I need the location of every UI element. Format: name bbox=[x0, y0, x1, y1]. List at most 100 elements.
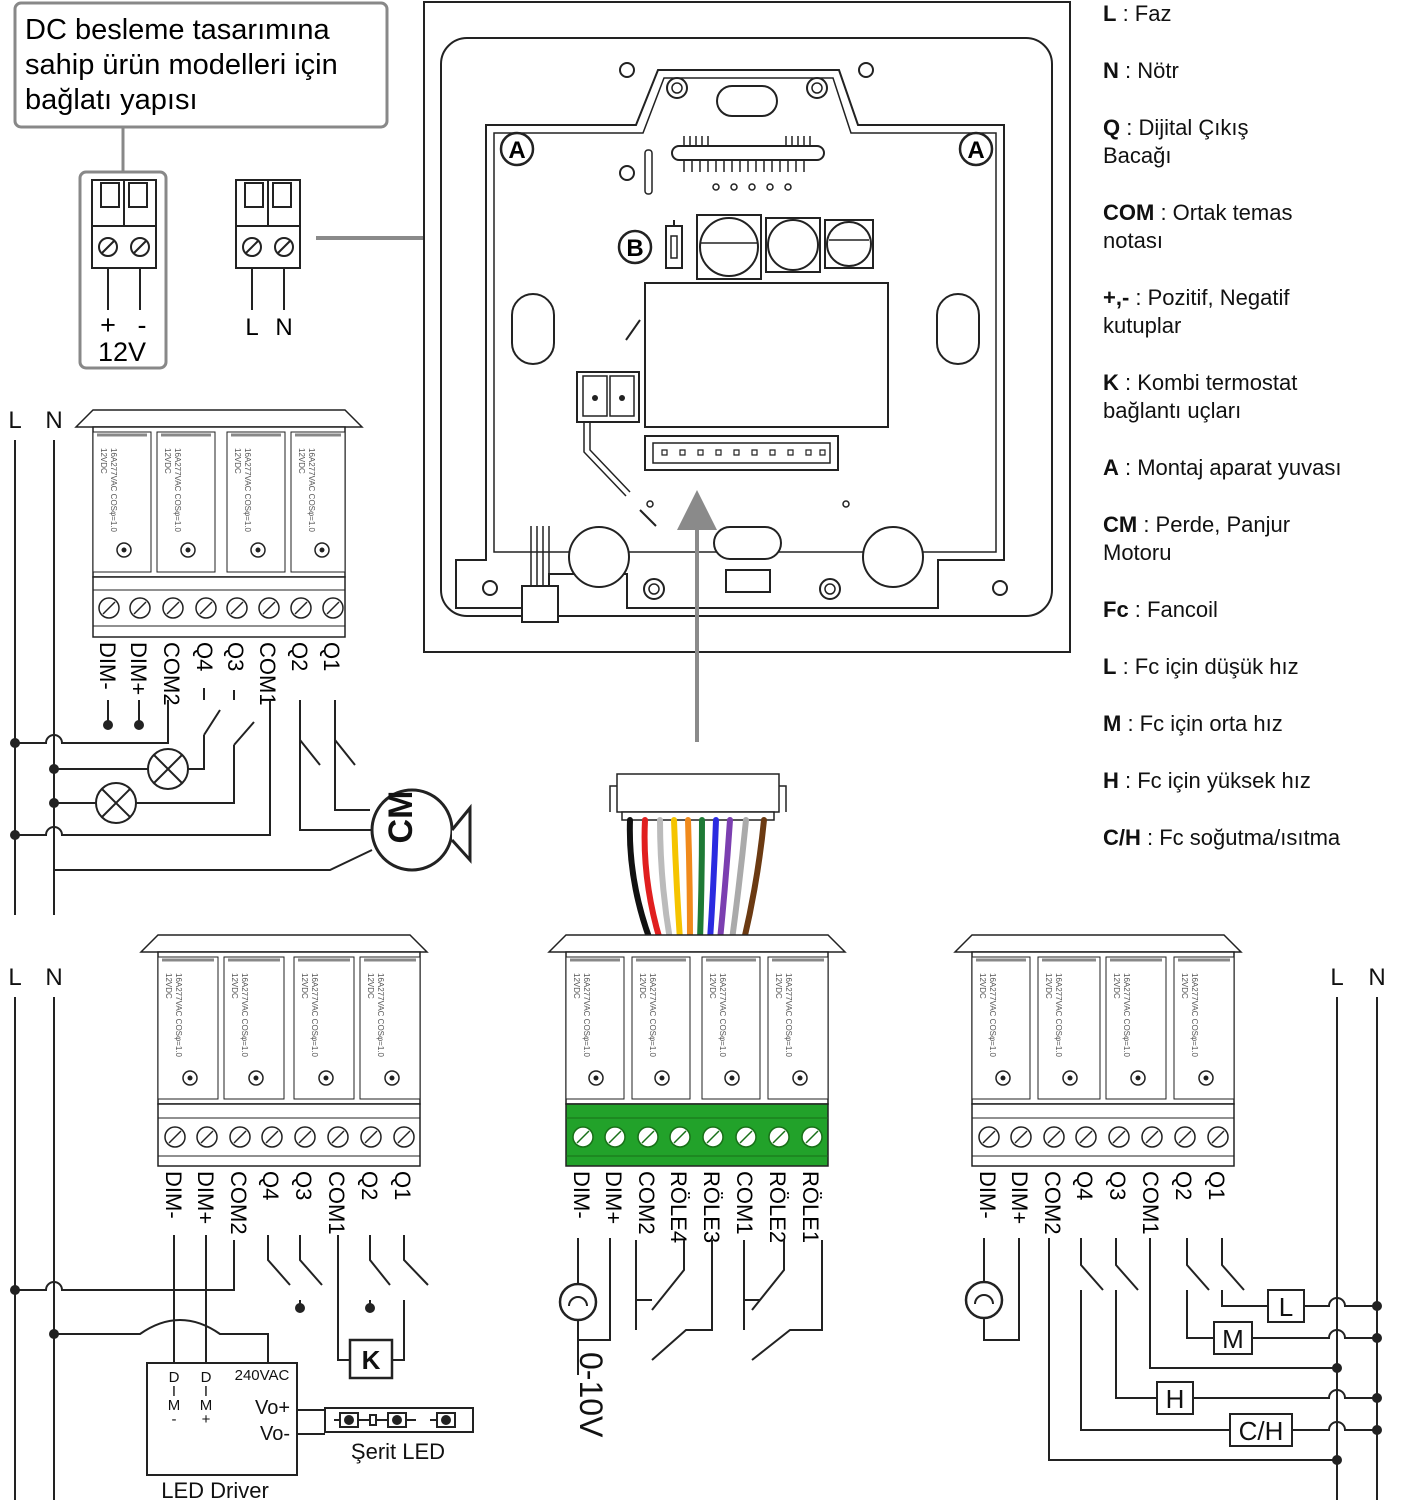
terminal-label: Q4 bbox=[1072, 1171, 1097, 1200]
legend-item: Fc : Fancoil bbox=[1103, 596, 1398, 624]
terminal-screws-2 bbox=[164, 1126, 415, 1148]
terminal-screws-4 bbox=[978, 1126, 1229, 1148]
relay-4-4: 12VDC 16A277VAC COSφ=1.0 bbox=[1173, 956, 1235, 1100]
wire bbox=[697, 817, 705, 943]
wire bbox=[729, 817, 749, 943]
terminal-label: DIM+ bbox=[601, 1171, 626, 1224]
relay-rating: 16A277VAC COSφ=1.0 bbox=[243, 448, 252, 533]
legend-item: L : Faz bbox=[1103, 0, 1398, 28]
terminal-label: COM2 bbox=[634, 1171, 659, 1235]
terminal-label: COM1 bbox=[1138, 1171, 1163, 1235]
terminal-label: DIM+ bbox=[126, 642, 151, 695]
terminal-label: DIM+ bbox=[193, 1171, 218, 1224]
motor-label: CM bbox=[382, 791, 420, 844]
relay-voltage: 12VDC bbox=[366, 973, 375, 999]
relay-voltage: 12VDC bbox=[233, 448, 242, 474]
legend-text: : Fc için yüksek hız bbox=[1118, 768, 1311, 793]
driver-dim-a: D bbox=[169, 1369, 180, 1386]
circuit-top-left: L N CM bbox=[8, 407, 472, 915]
legend-item: K : Kombi termostat bağlantı uçları bbox=[1103, 369, 1353, 425]
relay-voltage: 12VDC bbox=[164, 973, 173, 999]
terminal-label: Q1 bbox=[319, 642, 344, 671]
terminal-label: DIM- bbox=[161, 1171, 186, 1219]
terminal-label: Q2 bbox=[1171, 1171, 1196, 1200]
legend-item: COM : Ortak temas notası bbox=[1103, 199, 1343, 255]
driver-dim-b: + bbox=[202, 1411, 211, 1428]
driver-dim-b: I bbox=[204, 1383, 208, 1400]
relay-voltage: 12VDC bbox=[163, 448, 172, 474]
driver-vo-minus: Vo- bbox=[260, 1423, 290, 1445]
relay-2-1: 12VDC 16A277VAC COSφ=1.0 bbox=[157, 956, 219, 1100]
legend-key: M bbox=[1103, 711, 1122, 736]
relay-rating: 16A277VAC COSφ=1.0 bbox=[173, 448, 182, 533]
legend-item: M : Fc için orta hız bbox=[1103, 710, 1398, 738]
mount-slot-a-right: A bbox=[967, 137, 984, 164]
legend-item: N : Nötr bbox=[1103, 57, 1398, 85]
terminal-label: Q3 bbox=[291, 1171, 316, 1200]
driver-dim-a: M bbox=[168, 1397, 181, 1414]
wire bbox=[641, 817, 663, 943]
terminal-label: RÖLE3 bbox=[699, 1171, 724, 1243]
terminal-label: Q2 bbox=[287, 642, 312, 671]
terminal-label: COM1 bbox=[324, 1171, 349, 1235]
legend-key: COM bbox=[1103, 200, 1155, 225]
terminal-label: DIM- bbox=[95, 642, 120, 690]
relay-4-2: 12VDC 16A277VAC COSφ=1.0 bbox=[1037, 956, 1101, 1100]
relay-rating: 16A277VAC COSφ=1.0 bbox=[174, 973, 183, 1058]
relay-3-3: 12VDC 16A277VAC COSφ=1.0 bbox=[701, 956, 761, 1100]
relay-voltage: 12VDC bbox=[978, 973, 987, 999]
terminal-label: COM2 bbox=[159, 642, 184, 706]
relay-3-4: 12VDC 16A277VAC COSφ=1.0 bbox=[767, 956, 829, 1100]
button-b-label: B bbox=[626, 235, 643, 262]
circuit-bottom-center: 0-10V bbox=[558, 1238, 823, 1438]
line-n-label: N bbox=[1368, 964, 1385, 991]
relay-voltage: 12VDC bbox=[1180, 973, 1189, 999]
relay-rating: 16A277VAC COSφ=1.0 bbox=[307, 448, 316, 533]
legend-text: : Perde, Panjur Motoru bbox=[1103, 512, 1291, 565]
relay-rating: 16A277VAC COSφ=1.0 bbox=[1122, 973, 1131, 1058]
legend-text: : Montaj aparat yuvası bbox=[1118, 455, 1342, 480]
relay-rating: 16A277VAC COSφ=1.0 bbox=[582, 973, 591, 1058]
circuit-bottom-right: L N L M H C/H bbox=[964, 964, 1386, 1500]
fancoil-high-label: H bbox=[1166, 1384, 1185, 1414]
relay-voltage: 12VDC bbox=[638, 973, 647, 999]
terminal-screws-1 bbox=[98, 597, 344, 619]
relay-module-2: 12VDC 16A277VAC COSφ=1.0 12VDC 16A277VAC… bbox=[139, 934, 429, 1235]
terminal-label: DIM+ bbox=[1007, 1171, 1032, 1224]
terminal-label: RÖLE1 bbox=[798, 1171, 823, 1243]
legend-item: +,- : Pozitif, Negatif kutuplar bbox=[1103, 284, 1343, 340]
terminal-label: COM2 bbox=[1040, 1171, 1065, 1235]
dc-minus-label: - bbox=[138, 310, 147, 340]
driver-dim-a: - bbox=[172, 1411, 177, 1428]
legend-key: L bbox=[1103, 654, 1117, 679]
terminal-label: RÖLE2 bbox=[765, 1171, 790, 1243]
mount-slot-a-left: A bbox=[508, 137, 525, 164]
relay-4-1: 12VDC 16A277VAC COSφ=1.0 bbox=[971, 956, 1031, 1100]
legend-text: : Dijital Çıkış Bacağı bbox=[1103, 115, 1249, 168]
relay-voltage: 12VDC bbox=[297, 448, 306, 474]
ribbon-cable bbox=[609, 773, 787, 943]
led-driver-label: LED Driver bbox=[161, 1478, 269, 1502]
strip-led-label: Şerit LED bbox=[351, 1439, 445, 1464]
line-l-label: L bbox=[1330, 964, 1343, 991]
relay-module-1: 12VDC 16A277VAC COSφ=1.0 12VDC 16A277VAC… bbox=[74, 409, 364, 706]
driver-dim-a: I bbox=[172, 1383, 176, 1400]
ac-l-label: L bbox=[245, 314, 258, 341]
relay-rating: 16A277VAC COSφ=1.0 bbox=[109, 448, 118, 533]
line-l-label: L bbox=[8, 407, 21, 434]
relay-rating: 16A277VAC COSφ=1.0 bbox=[718, 973, 727, 1058]
relay-module-3: 12VDC 16A277VAC COSφ=1.0 12VDC 16A277VAC… bbox=[547, 934, 847, 1243]
terminal-label: COM1 bbox=[732, 1171, 757, 1235]
relay-voltage: 12VDC bbox=[1044, 973, 1053, 999]
legend-key: L bbox=[1103, 1, 1117, 26]
relay-voltage: 12VDC bbox=[1112, 973, 1121, 999]
legend-key: CM bbox=[1103, 512, 1138, 537]
fancoil-ch-label: C/H bbox=[1239, 1416, 1284, 1446]
terminal-label: RÖLE4 bbox=[666, 1171, 691, 1243]
legend-item: C/H : Fc soğutma/ısıtma bbox=[1103, 824, 1398, 852]
relay-4-3: 12VDC 16A277VAC COSφ=1.0 bbox=[1105, 956, 1167, 1100]
terminal-screws-3 bbox=[572, 1126, 823, 1148]
relay-rating: 16A277VAC COSφ=1.0 bbox=[648, 973, 657, 1058]
legend-key: K bbox=[1103, 370, 1119, 395]
